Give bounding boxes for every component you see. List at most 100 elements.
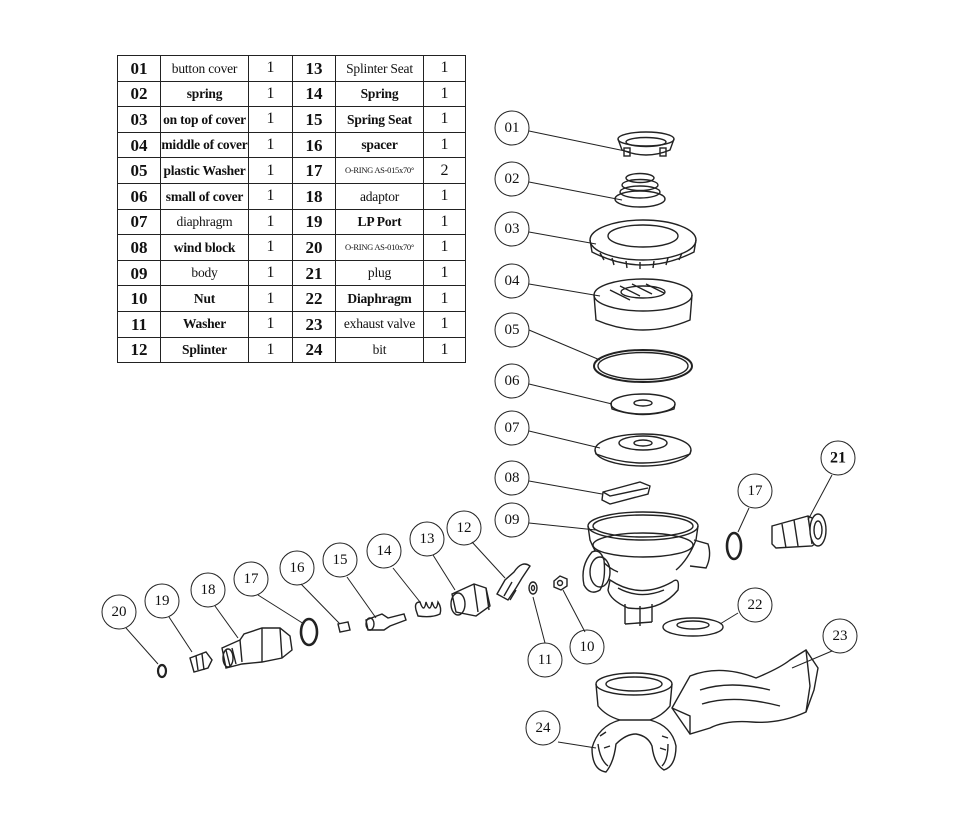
part-name: on top of cover (160, 106, 249, 133)
part-quantity: 1 (423, 80, 466, 108)
part-spring-14 (414, 600, 442, 618)
part-number: 22 (292, 285, 336, 312)
callout-23: 23 (833, 628, 848, 644)
callout-17-right: 17 (748, 483, 764, 499)
part-splinter (496, 563, 531, 601)
part-name: LP Port (335, 208, 424, 236)
part-spring-seat (365, 613, 407, 631)
part-number: 23 (292, 310, 336, 338)
part-plastic-washer (593, 349, 693, 383)
part-name: small of cover (160, 182, 249, 210)
callout-15: 15 (333, 552, 348, 568)
callout-05: 05 (505, 322, 520, 338)
callout-12: 12 (457, 520, 472, 536)
callout-11: 11 (538, 652, 552, 668)
part-adaptor (221, 627, 293, 669)
callout-02: 02 (505, 171, 520, 187)
callout-09: 09 (505, 512, 520, 528)
part-number: 16 (292, 131, 336, 159)
part-mouthpiece (591, 672, 677, 773)
part-name: O-RING AS-015x70° (335, 157, 424, 184)
part-quantity: 1 (423, 310, 466, 338)
part-quantity: 1 (248, 285, 293, 312)
part-quantity: 1 (423, 336, 466, 364)
part-name: spring (160, 80, 249, 108)
part-name: Nut (160, 285, 249, 312)
callout-21: 21 (830, 450, 846, 467)
part-name: Diaphragm (335, 285, 424, 312)
part-number: 01 (117, 55, 161, 82)
part-number: 24 (292, 336, 336, 364)
part-quantity: 1 (423, 55, 466, 82)
part-quantity: 1 (248, 336, 293, 364)
part-number: 19 (292, 208, 336, 236)
part-plug (771, 513, 827, 549)
part-quantity: 1 (248, 157, 293, 184)
callout-18: 18 (201, 582, 216, 598)
part-quantity: 1 (423, 106, 466, 133)
callout-06: 06 (505, 373, 521, 389)
part-name: Spring (335, 80, 424, 108)
part-number: 17 (292, 157, 336, 184)
part-spring (614, 172, 666, 208)
part-number: 04 (117, 131, 161, 159)
callout-19: 19 (155, 593, 170, 609)
part-wind-block (601, 481, 651, 505)
part-number: 09 (117, 259, 161, 287)
leader-lines (125, 130, 833, 749)
part-diaphragm (594, 433, 692, 467)
part-quantity: 1 (423, 131, 466, 159)
callout-14: 14 (377, 543, 393, 559)
part-quantity: 1 (248, 182, 293, 210)
part-o-ring-left (299, 617, 319, 647)
part-quantity: 1 (423, 259, 466, 287)
callout-01: 01 (505, 120, 520, 136)
part-number: 02 (117, 80, 161, 108)
part-quantity: 2 (423, 157, 466, 184)
part-name: Splinter (160, 336, 249, 364)
part-name: middle of cover (160, 131, 249, 159)
part-quantity: 1 (248, 208, 293, 236)
part-number: 06 (117, 182, 161, 210)
part-washer (528, 581, 538, 595)
part-body (582, 511, 711, 626)
part-name: plug (335, 259, 424, 287)
part-quantity: 1 (423, 182, 466, 210)
part-number: 18 (292, 182, 336, 210)
part-number: 12 (117, 336, 161, 364)
callout-13: 13 (420, 531, 435, 547)
part-name: Splinter Seat (335, 55, 424, 82)
callout-20: 20 (112, 604, 127, 620)
part-quantity: 1 (423, 285, 466, 312)
part-number: 20 (292, 234, 336, 261)
part-name: body (160, 259, 249, 287)
part-quantity: 1 (248, 55, 293, 82)
callout-16: 16 (290, 560, 306, 576)
callout-17-left: 17 (244, 571, 260, 587)
part-name: Spring Seat (335, 106, 424, 133)
part-quantity: 1 (248, 310, 293, 338)
part-lp-port (189, 651, 213, 673)
part-top-cover (589, 219, 697, 269)
part-o-ring-small (156, 663, 168, 679)
part-number: 21 (292, 259, 336, 287)
part-quantity: 1 (248, 80, 293, 108)
part-number: 15 (292, 106, 336, 133)
part-name: spacer (335, 131, 424, 159)
part-name: diaphragm (160, 208, 249, 236)
part-o-ring-right (725, 531, 743, 561)
part-button-cover (617, 131, 675, 157)
part-number: 11 (117, 310, 161, 338)
part-nut (553, 575, 568, 591)
part-number: 08 (117, 234, 161, 261)
callout-07: 07 (505, 420, 521, 436)
